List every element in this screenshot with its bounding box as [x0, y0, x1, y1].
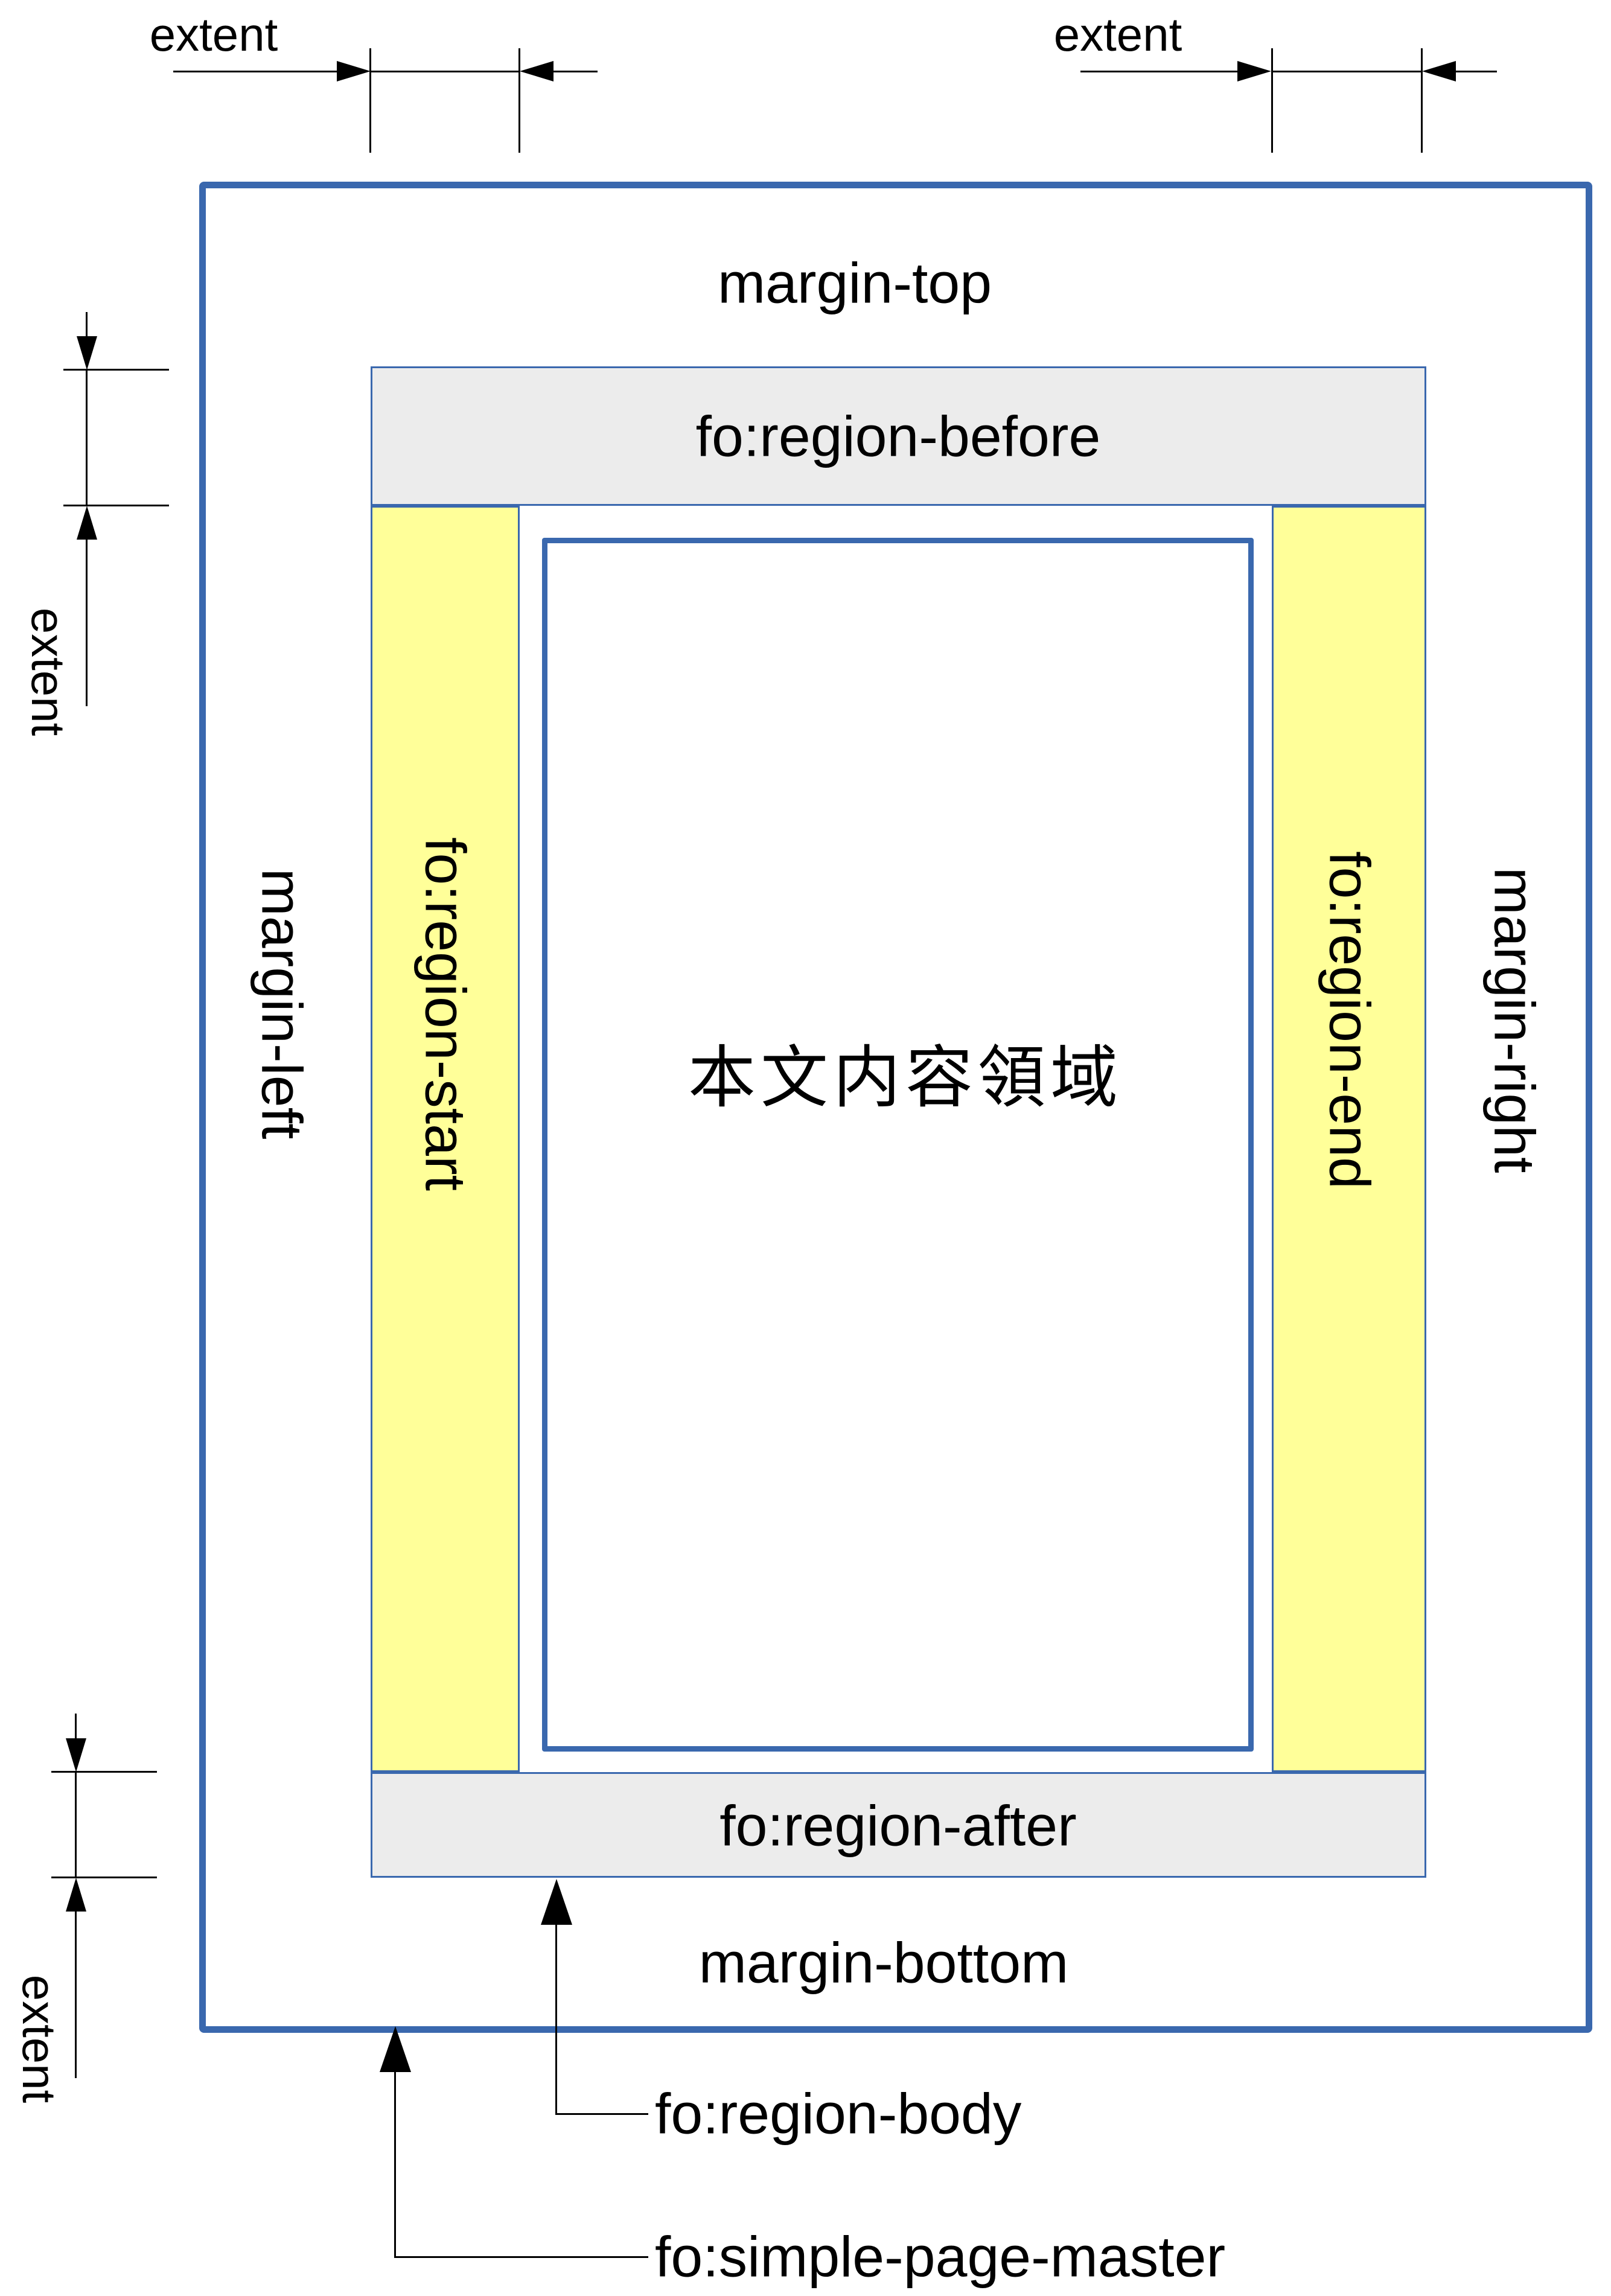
- dimension-line: [1272, 71, 1421, 72]
- extent-label-left-lower: extent: [13, 1974, 66, 2103]
- region-end-rect: [1272, 506, 1426, 1772]
- dimension-line: [75, 1772, 77, 1878]
- arrowhead-up-icon: [66, 1878, 86, 1912]
- arrowhead-down-icon: [66, 1738, 86, 1772]
- body-content-text: 本文内容領域: [688, 1040, 1123, 1115]
- arrowhead-right-icon: [337, 61, 371, 81]
- arrowhead-right-icon: [1237, 61, 1271, 81]
- dimension-line: [86, 370, 88, 506]
- dimension-leader: [1080, 71, 1237, 72]
- region-after-label: fo:region-after: [719, 1794, 1077, 1858]
- extension-line: [51, 1877, 157, 1878]
- extent-label-top-left: extent: [149, 8, 278, 61]
- dimension-line: [371, 71, 520, 72]
- region-after-rect: [371, 1772, 1426, 1878]
- pointer-line: [555, 1925, 557, 2114]
- margin-left-label: margin-left: [249, 868, 314, 1140]
- extension-line: [1421, 48, 1423, 153]
- dimension-tail: [86, 540, 88, 706]
- region-end-label: fo:region-end: [1317, 851, 1382, 1189]
- dimension-leader: [86, 312, 88, 337]
- extension-line: [63, 505, 169, 506]
- margin-bottom-label: margin-bottom: [698, 1931, 1069, 1995]
- region-body-label: fo:region-body: [655, 2082, 1022, 2146]
- pointer-line: [555, 2113, 648, 2115]
- region-before-rect: [371, 366, 1426, 506]
- arrowhead-up-icon: [541, 1879, 572, 1925]
- extent-label-top-right: extent: [1053, 8, 1182, 61]
- arrowhead-up-icon: [77, 506, 97, 540]
- region-before-label: fo:region-before: [695, 404, 1101, 469]
- simple-page-master-label: fo:simple-page-master: [655, 2225, 1226, 2289]
- extension-line: [1271, 48, 1273, 153]
- region-start-rect: [371, 506, 520, 1772]
- extension-line: [369, 48, 371, 153]
- dimension-leader: [173, 71, 337, 72]
- extent-label-left-upper: extent: [22, 607, 75, 736]
- extension-line: [518, 48, 520, 153]
- dimension-tail: [553, 71, 598, 72]
- extension-line: [51, 1771, 157, 1773]
- region-body-rect: [542, 538, 1254, 1752]
- pointer-line: [394, 2256, 648, 2258]
- dimension-leader: [75, 1714, 77, 1740]
- extension-line: [63, 369, 169, 371]
- region-start-label: fo:region-start: [413, 837, 477, 1191]
- pointer-line: [394, 2072, 396, 2257]
- margin-right-label: margin-right: [1482, 867, 1546, 1173]
- dimension-tail: [75, 1912, 77, 2078]
- arrowhead-left-icon: [520, 61, 553, 81]
- margin-top-label: margin-top: [717, 251, 992, 316]
- arrowhead-down-icon: [77, 336, 97, 370]
- arrowhead-left-icon: [1422, 61, 1456, 81]
- dimension-tail: [1456, 71, 1497, 72]
- arrowhead-up-icon: [380, 2026, 411, 2072]
